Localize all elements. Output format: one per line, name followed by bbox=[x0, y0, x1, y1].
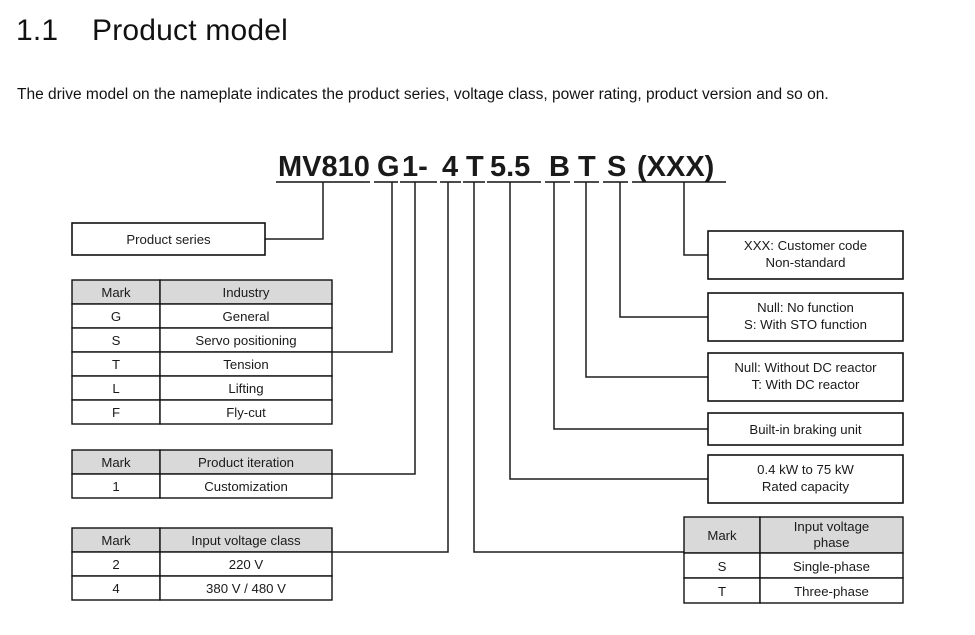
code-segment-dc-reactor: T bbox=[578, 151, 596, 183]
page-title: 1.1 Product model bbox=[16, 14, 288, 48]
table-cell: Customization bbox=[204, 479, 288, 494]
sto-function-box: Null: No function S: With STO function bbox=[707, 292, 904, 342]
braking-unit-line1: Built-in braking unit bbox=[749, 422, 861, 437]
table-cell: General bbox=[223, 309, 270, 324]
intro-paragraph: The drive model on the nameplate indicat… bbox=[17, 86, 829, 103]
dc-reactor-line1: Null: Without DC reactor bbox=[734, 360, 877, 375]
table-cell: 4 bbox=[112, 581, 119, 596]
table-cell: Three-phase bbox=[794, 584, 869, 599]
phase-table-header-line2: phase bbox=[814, 535, 850, 550]
phase-table-header-mark: Mark bbox=[707, 528, 737, 543]
table-cell: 220 V bbox=[229, 557, 264, 572]
rated-capacity-line2: Rated capacity bbox=[762, 479, 850, 494]
code-segment-iteration: 1- bbox=[402, 151, 428, 183]
table-cell: 380 V / 480 V bbox=[206, 581, 286, 596]
code-segment-industry: G bbox=[377, 151, 400, 183]
leader-voltage-phase bbox=[473, 182, 684, 553]
table-cell: Servo positioning bbox=[195, 333, 296, 348]
table-cell: 1 bbox=[112, 479, 119, 494]
leader-dc-reactor bbox=[585, 182, 708, 378]
table-cell: L bbox=[112, 381, 119, 396]
phase-table-header-line1: Input voltage bbox=[794, 519, 870, 534]
table-cell: G bbox=[111, 309, 121, 324]
iteration-table-header-mark: Mark bbox=[101, 455, 131, 470]
leader-product-series bbox=[265, 182, 324, 240]
code-segment-capacity: 5.5 bbox=[490, 151, 530, 183]
table-cell: 2 bbox=[112, 557, 119, 572]
dc-reactor-line2: T: With DC reactor bbox=[752, 377, 860, 392]
heading-title: Product model bbox=[92, 14, 289, 47]
iteration-table-header-iteration: Product iteration bbox=[198, 455, 294, 470]
rated-capacity-line1: 0.4 kW to 75 kW bbox=[757, 462, 854, 477]
model-code-string: MV810 G 1- 4 T 5.5 B T S (XXX) bbox=[278, 151, 714, 183]
product-series-box: Product series bbox=[71, 222, 266, 256]
code-segment-series: MV810 bbox=[278, 151, 370, 183]
leader-rated-capacity bbox=[509, 182, 708, 480]
table-cell: S bbox=[718, 559, 727, 574]
rated-capacity-box: 0.4 kW to 75 kW Rated capacity bbox=[707, 454, 904, 504]
industry-table: Mark Industry G General S Servo position… bbox=[71, 279, 333, 425]
voltage-class-header-class: Input voltage class bbox=[191, 533, 301, 548]
product-iteration-table: Mark Product iteration 1 Customization bbox=[71, 449, 333, 499]
table-cell: Single-phase bbox=[793, 559, 870, 574]
code-segment-customer-code: (XXX) bbox=[637, 151, 714, 183]
customer-code-line2: Non-standard bbox=[766, 255, 846, 270]
table-cell: T bbox=[718, 584, 726, 599]
table-cell: T bbox=[112, 357, 120, 372]
product-series-label: Product series bbox=[126, 232, 211, 247]
dc-reactor-box: Null: Without DC reactor T: With DC reac… bbox=[707, 352, 904, 402]
input-voltage-phase-table: Mark Input voltage phase S Single-phase … bbox=[683, 516, 904, 604]
leader-sto-function bbox=[619, 182, 708, 318]
leader-customer-code bbox=[683, 182, 708, 256]
leader-voltage-class bbox=[332, 182, 449, 553]
code-segment-braking: B bbox=[549, 151, 570, 183]
code-segment-phase: T bbox=[466, 151, 484, 183]
table-cell: F bbox=[112, 405, 120, 420]
sto-function-line2: S: With STO function bbox=[744, 317, 867, 332]
industry-table-header-industry: Industry bbox=[223, 285, 270, 300]
leader-product-iteration bbox=[332, 182, 416, 475]
leader-braking-unit bbox=[553, 182, 708, 430]
braking-unit-box: Built-in braking unit bbox=[707, 412, 904, 446]
customer-code-box: XXX: Customer code Non-standard bbox=[707, 230, 904, 280]
customer-code-line1: XXX: Customer code bbox=[744, 238, 867, 253]
table-cell: Tension bbox=[223, 357, 268, 372]
code-segment-voltage-class: 4 bbox=[442, 151, 458, 183]
sto-function-line1: Null: No function bbox=[757, 300, 854, 315]
table-cell: S bbox=[112, 333, 121, 348]
industry-table-header-mark: Mark bbox=[101, 285, 131, 300]
table-cell: Lifting bbox=[228, 381, 263, 396]
leader-industry bbox=[332, 182, 393, 353]
heading-number: 1.1 bbox=[16, 14, 59, 47]
input-voltage-class-table: Mark Input voltage class 2 220 V 4 380 V… bbox=[71, 527, 333, 601]
voltage-class-header-mark: Mark bbox=[101, 533, 131, 548]
code-segment-sto: S bbox=[607, 151, 626, 183]
table-cell: Fly-cut bbox=[226, 405, 266, 420]
